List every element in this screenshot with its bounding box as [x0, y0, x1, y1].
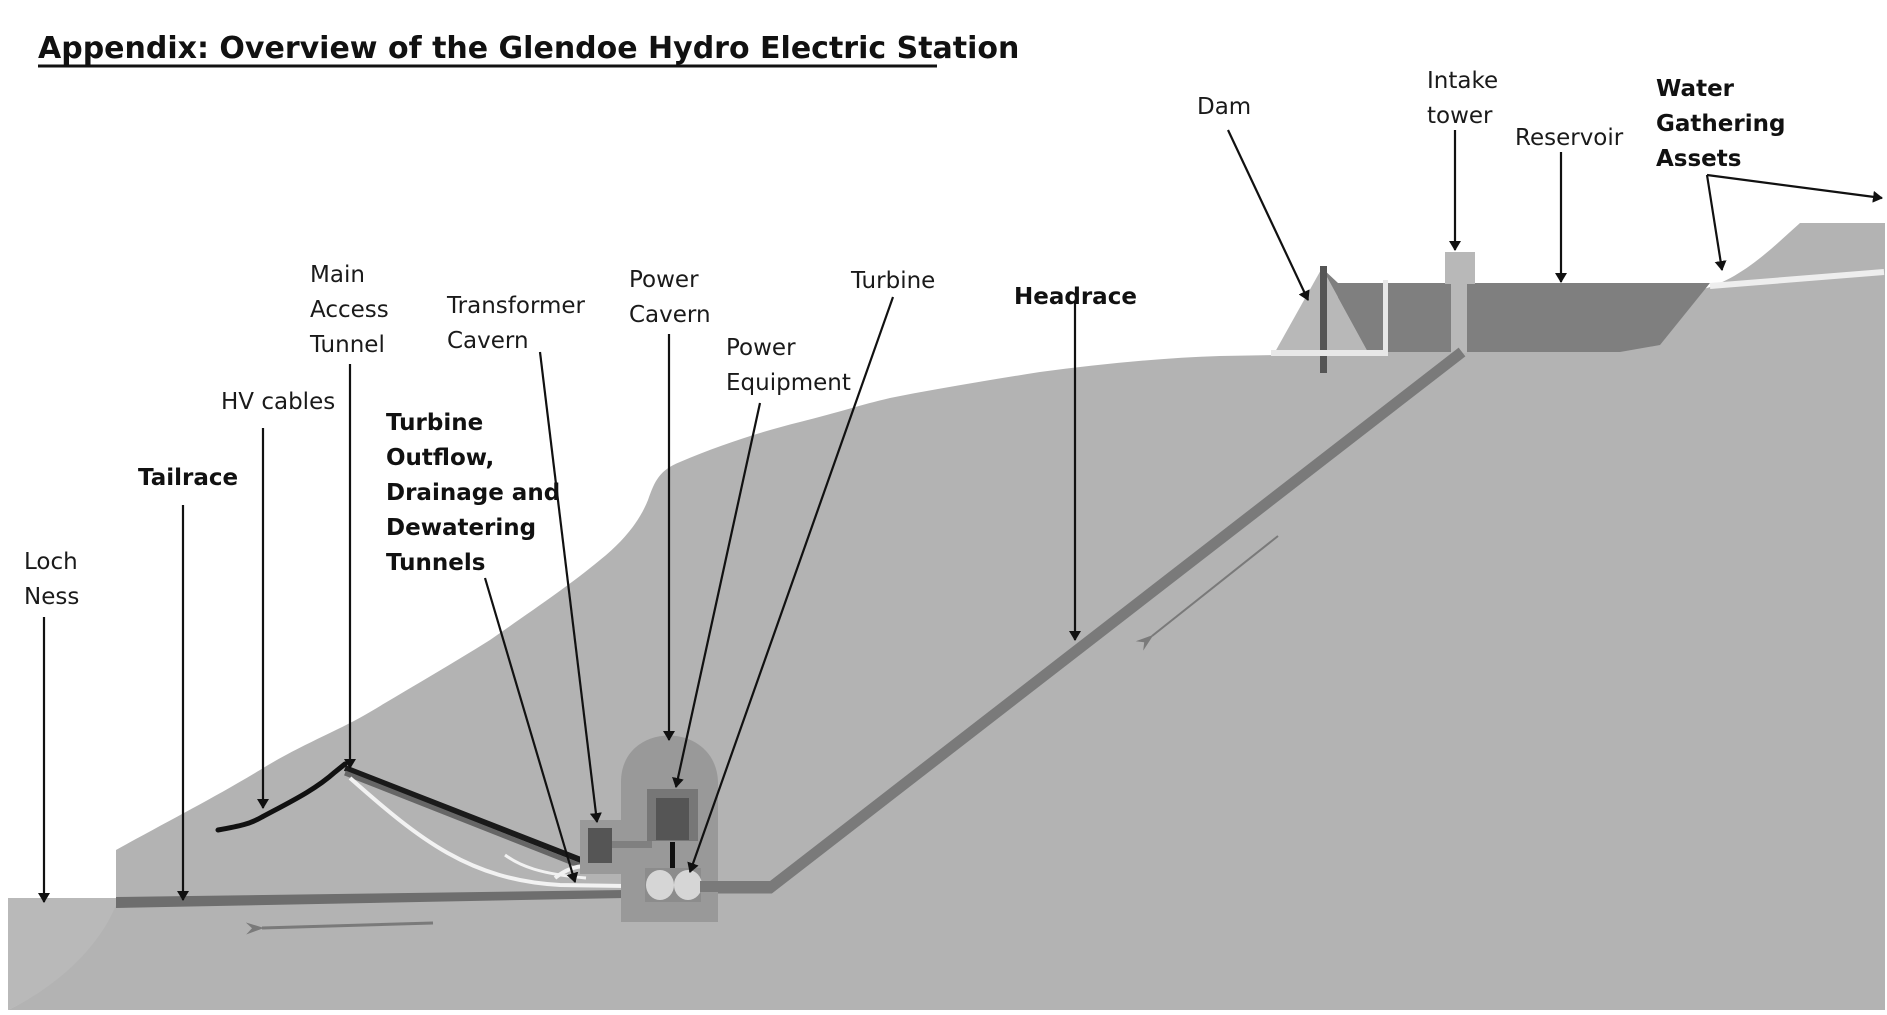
intake-tower — [1445, 252, 1475, 353]
dam-grout-curtain — [1320, 266, 1327, 373]
tailrace-tunnel — [116, 890, 625, 908]
turbine-unit-1 — [646, 870, 674, 900]
label-turbine: Turbine — [850, 268, 935, 294]
drainage-tunnel-curve — [348, 776, 626, 888]
label-tailrace: Tailrace — [138, 465, 238, 491]
loch-shore — [8, 898, 116, 1010]
label-water-gathering-assets: Water Gathering Assets — [1656, 76, 1793, 172]
dam-crest-wall — [1383, 280, 1388, 356]
leader-turbine-outflow — [483, 577, 579, 883]
headrace-flow-arrow — [1135, 535, 1279, 651]
ground-terrain — [8, 223, 1885, 1010]
leader-power-equipment — [672, 402, 762, 788]
leader-transformer-cavern — [538, 351, 602, 823]
label-power-equipment: Power Equipment — [726, 335, 851, 396]
label-hv-cables: HV cables — [221, 389, 335, 415]
label-power-cavern: Power Cavern — [629, 267, 711, 328]
dam — [1271, 266, 1388, 373]
label-dam: Dam — [1197, 94, 1251, 120]
dam-foundation — [1271, 350, 1386, 356]
main-access-tunnel-lining — [344, 770, 587, 871]
busbar-gallery — [612, 841, 652, 848]
label-turbine-outflow: Turbine Outflow, Drainage and Dewatering… — [386, 410, 568, 576]
label-intake-tower: Intake tower — [1427, 68, 1505, 129]
title-block: Appendix: Overview of the Glendoe Hydro … — [38, 31, 1019, 68]
main-access-tunnel — [343, 765, 588, 865]
page-title: Appendix: Overview of the Glendoe Hydro … — [38, 31, 1019, 66]
transformer — [588, 828, 612, 863]
headrace-connection — [700, 881, 770, 892]
turbine-unit-2 — [674, 870, 702, 900]
generator-shaft — [670, 842, 675, 882]
water-gathering-aqueduct — [1709, 269, 1885, 289]
hv-cables — [215, 761, 348, 833]
label-reservoir: Reservoir — [1515, 125, 1624, 151]
labels: Loch Ness Tailrace HV cables Main Access… — [24, 68, 1793, 610]
intake-tower-shaft — [1451, 283, 1467, 353]
leader-water-gathering-near — [1705, 174, 1727, 271]
label-main-access-tunnel: Main Access Tunnel — [309, 262, 396, 358]
power-equipment — [656, 798, 689, 840]
tailrace-flow-arrow — [245, 921, 434, 935]
label-headrace: Headrace — [1014, 284, 1137, 310]
leader-turbine — [687, 296, 895, 873]
intake-tower-head — [1445, 252, 1475, 284]
label-loch-ness: Loch Ness — [24, 549, 85, 610]
label-transformer-cavern: Transformer Cavern — [446, 293, 592, 354]
leader-lines — [38, 129, 1883, 903]
reservoir-water — [1338, 283, 1710, 352]
leader-dam — [1227, 129, 1310, 301]
leader-water-gathering-far — [1706, 173, 1883, 203]
power-station-complex — [580, 735, 770, 922]
dam-upstream-face — [1322, 268, 1368, 352]
